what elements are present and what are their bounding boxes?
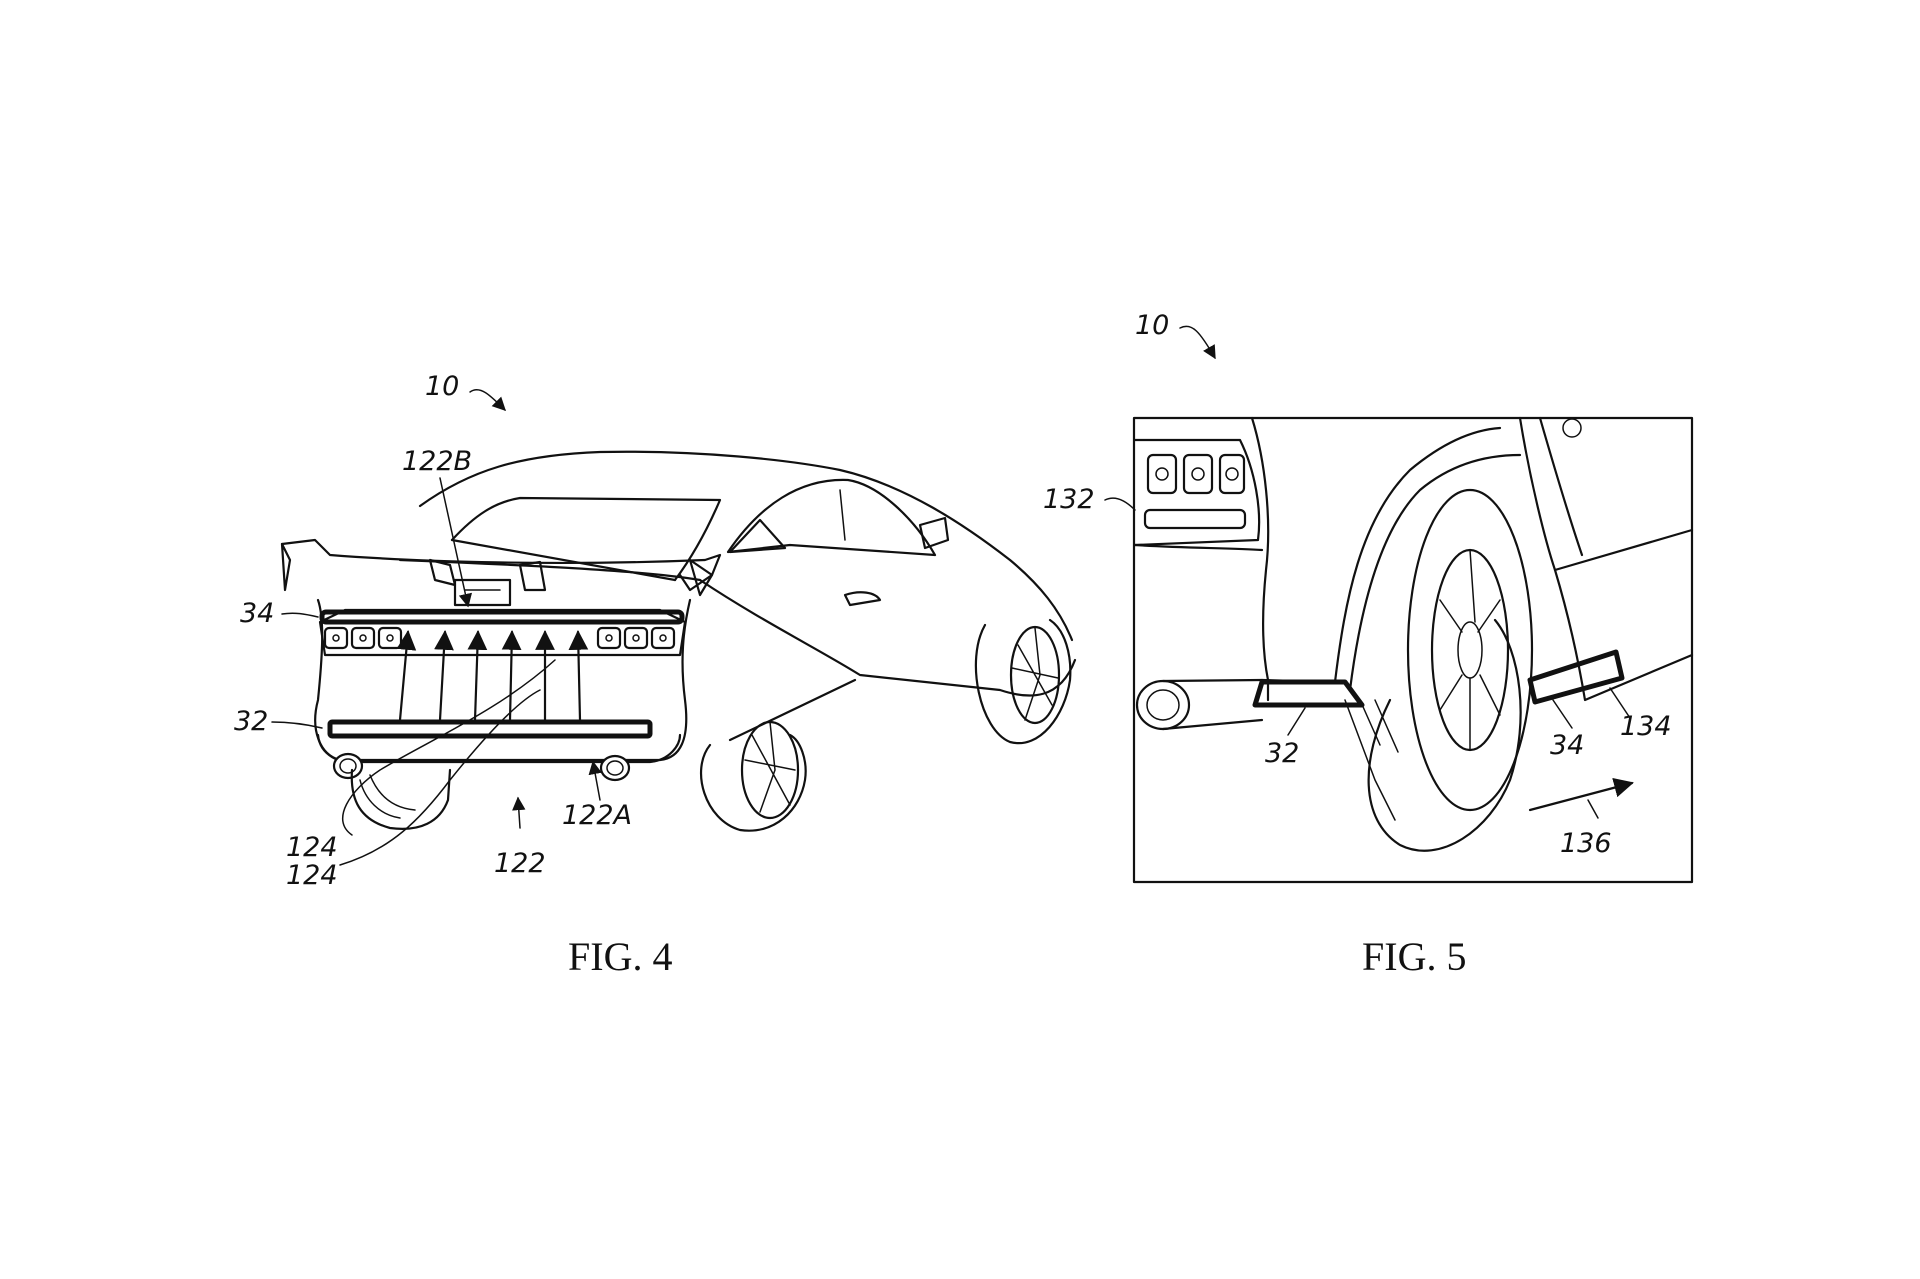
ref-132: 132 <box>1043 484 1095 515</box>
exhaust-tip-detail <box>1135 679 1191 731</box>
ref-34-fig5: 34 <box>1550 730 1584 761</box>
vehicle-side-detail-drawing <box>1133 416 1694 852</box>
upper-light-strip <box>319 609 685 625</box>
ref-122B: 122B <box>402 446 472 477</box>
detail-view-frame <box>1132 416 1694 884</box>
figure-5: 10 <box>1043 310 1694 979</box>
ref-124-b: 124 <box>286 860 338 891</box>
front-ground-lamp <box>1252 679 1365 708</box>
vehicle-rear-view-drawing <box>280 450 1077 866</box>
right-exhaust-tip <box>599 754 631 782</box>
lower-light-strip <box>327 719 653 739</box>
ref-32-fig4: 32 <box>234 706 268 737</box>
figure-4: 10 122B 34 32 122A 122 124 124 FIG. 4 <box>234 371 1077 979</box>
ref-10-fig5: 10 <box>1135 310 1169 341</box>
front-wheel-rim <box>1009 625 1061 725</box>
left-exhaust-tip <box>332 752 364 780</box>
ref-124-a: 124 <box>286 832 338 863</box>
ref-34-fig4: 34 <box>240 598 274 629</box>
figure-4-caption: FIG. 4 <box>568 934 672 979</box>
ref-136: 136 <box>1560 828 1612 859</box>
ref-10-fig4: 10 <box>425 371 459 402</box>
fuel-door-icon <box>1562 418 1582 438</box>
ref-122: 122 <box>494 848 546 879</box>
rear-ground-lamp <box>1527 649 1625 705</box>
ref-134: 134 <box>1620 711 1672 742</box>
tire-outer <box>1406 488 1534 812</box>
ref-32-fig5: 32 <box>1265 738 1299 769</box>
figure-5-caption: FIG. 5 <box>1362 934 1466 979</box>
ref-122A: 122A <box>562 800 632 831</box>
